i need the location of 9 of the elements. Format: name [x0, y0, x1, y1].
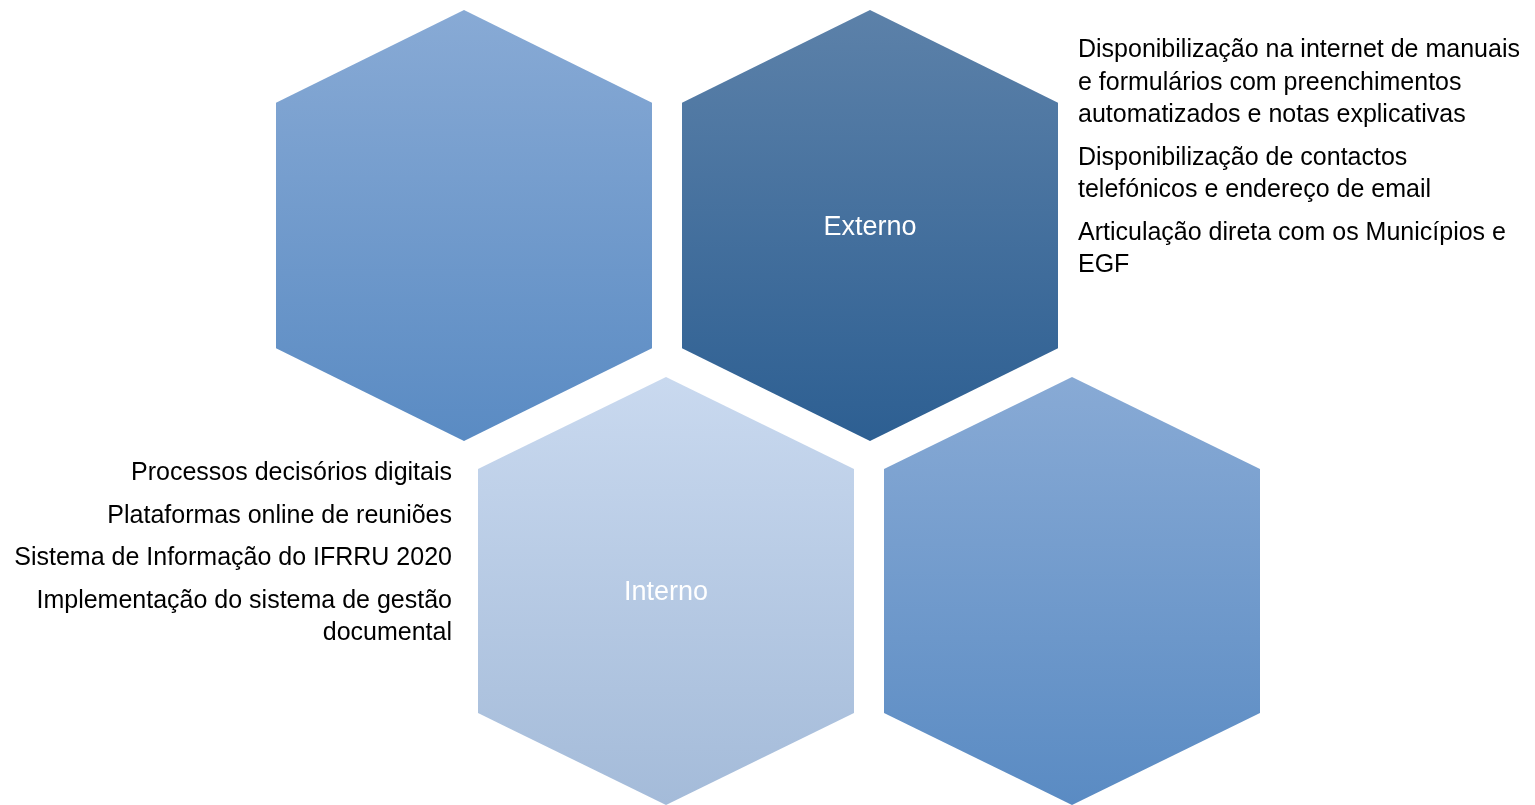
description-text: Disponibilização na internet de manuais e formulários com preenchimentos automatizados e notas explicativas: [1078, 33, 1521, 129]
description-text: Processos decisórios digitais: [130, 456, 452, 487]
description-text: Implementação do sistema de gestão documental: [35, 583, 452, 647]
hexagon-label: Interno: [622, 575, 710, 607]
description-text: Articulação direta com os Municípios e EGF: [1078, 215, 1507, 279]
hexagon-label: Externo: [822, 210, 918, 241]
description-text: Disponibilização de contactos telefónicos e endereço de email: [1078, 140, 1432, 204]
description-text: Plataformas online de reuniões: [106, 498, 452, 530]
description-text: Sistema de Informação do IFRRU 2020: [13, 541, 452, 572]
